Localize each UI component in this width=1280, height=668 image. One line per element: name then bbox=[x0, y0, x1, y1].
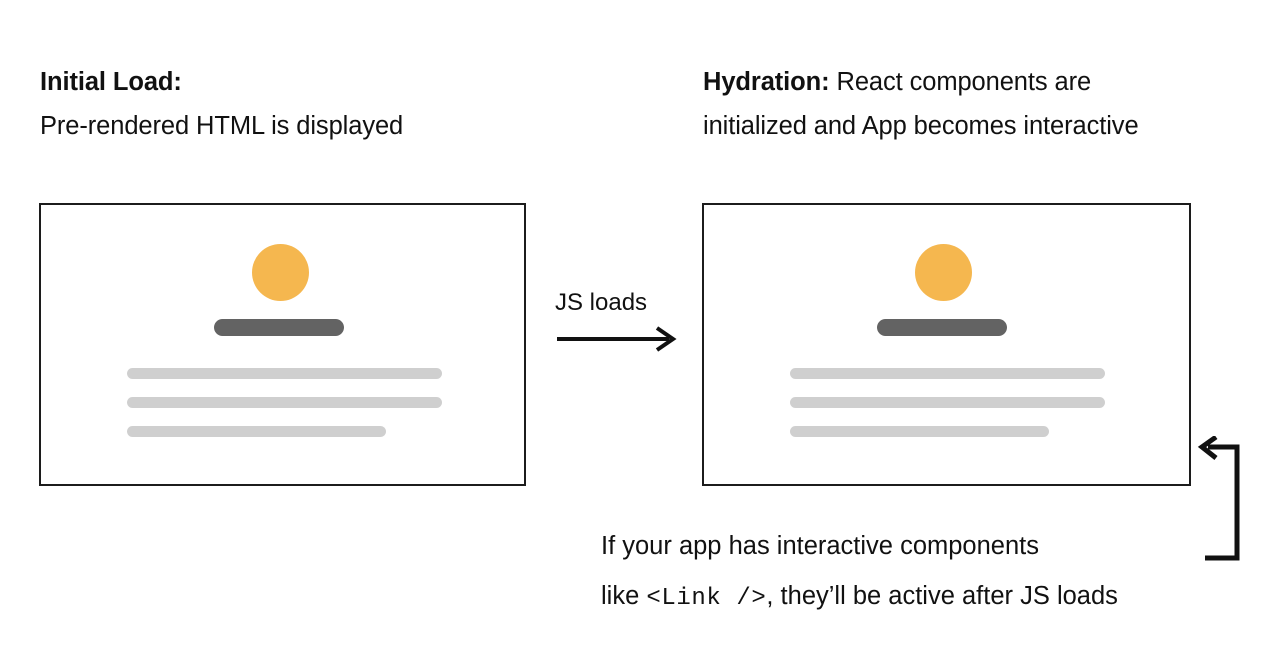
text-skeleton-bar-3 bbox=[127, 426, 386, 437]
loop-note-line-2-before: like bbox=[601, 582, 647, 610]
text-skeleton-bar-1 bbox=[127, 368, 442, 379]
circle-avatar-icon bbox=[915, 244, 972, 301]
link-component-code: <Link /> bbox=[646, 585, 767, 612]
loop-note-line-1: If your app has interactive components bbox=[601, 532, 1039, 560]
right-panel-caption: Hydration: React components are initiali… bbox=[703, 60, 1273, 148]
hydration-card bbox=[702, 203, 1191, 486]
left-panel-heading-lead: Initial Load: bbox=[40, 68, 182, 96]
right-panel-heading-line: Hydration: React components are bbox=[703, 60, 1273, 104]
text-skeleton-bar-3 bbox=[790, 426, 1049, 437]
left-panel-description: Pre-rendered HTML is displayed bbox=[40, 112, 404, 140]
right-panel-heading-lead: Hydration: bbox=[703, 68, 830, 96]
js-loads-transition: JS loads bbox=[551, 288, 681, 358]
circle-avatar-icon bbox=[252, 244, 309, 301]
text-skeleton-bar-1 bbox=[790, 368, 1105, 379]
initial-load-card bbox=[39, 203, 526, 486]
left-panel-heading-line: Initial Load: bbox=[40, 60, 660, 104]
text-skeleton-bar-2 bbox=[127, 397, 442, 408]
heading-skeleton-bar bbox=[877, 319, 1007, 336]
js-loads-label: JS loads bbox=[555, 289, 648, 316]
right-panel-description: initialized and App becomes interactive bbox=[703, 112, 1139, 140]
arrow-right-icon bbox=[557, 326, 677, 352]
loop-note-line-2-after: , they’ll be active after JS loads bbox=[766, 582, 1118, 610]
left-panel-caption: Initial Load: Pre-rendered HTML is displ… bbox=[40, 60, 660, 148]
loop-back-arrow-icon bbox=[1197, 436, 1240, 561]
text-skeleton-bar-2 bbox=[790, 397, 1105, 408]
heading-skeleton-bar bbox=[214, 319, 344, 336]
right-panel-heading-rest: React components are bbox=[829, 68, 1092, 96]
loop-back-note: If your app has interactive components l… bbox=[601, 521, 1261, 624]
loop-note-line-2: like <Link />, they’ll be active after J… bbox=[601, 571, 1261, 624]
